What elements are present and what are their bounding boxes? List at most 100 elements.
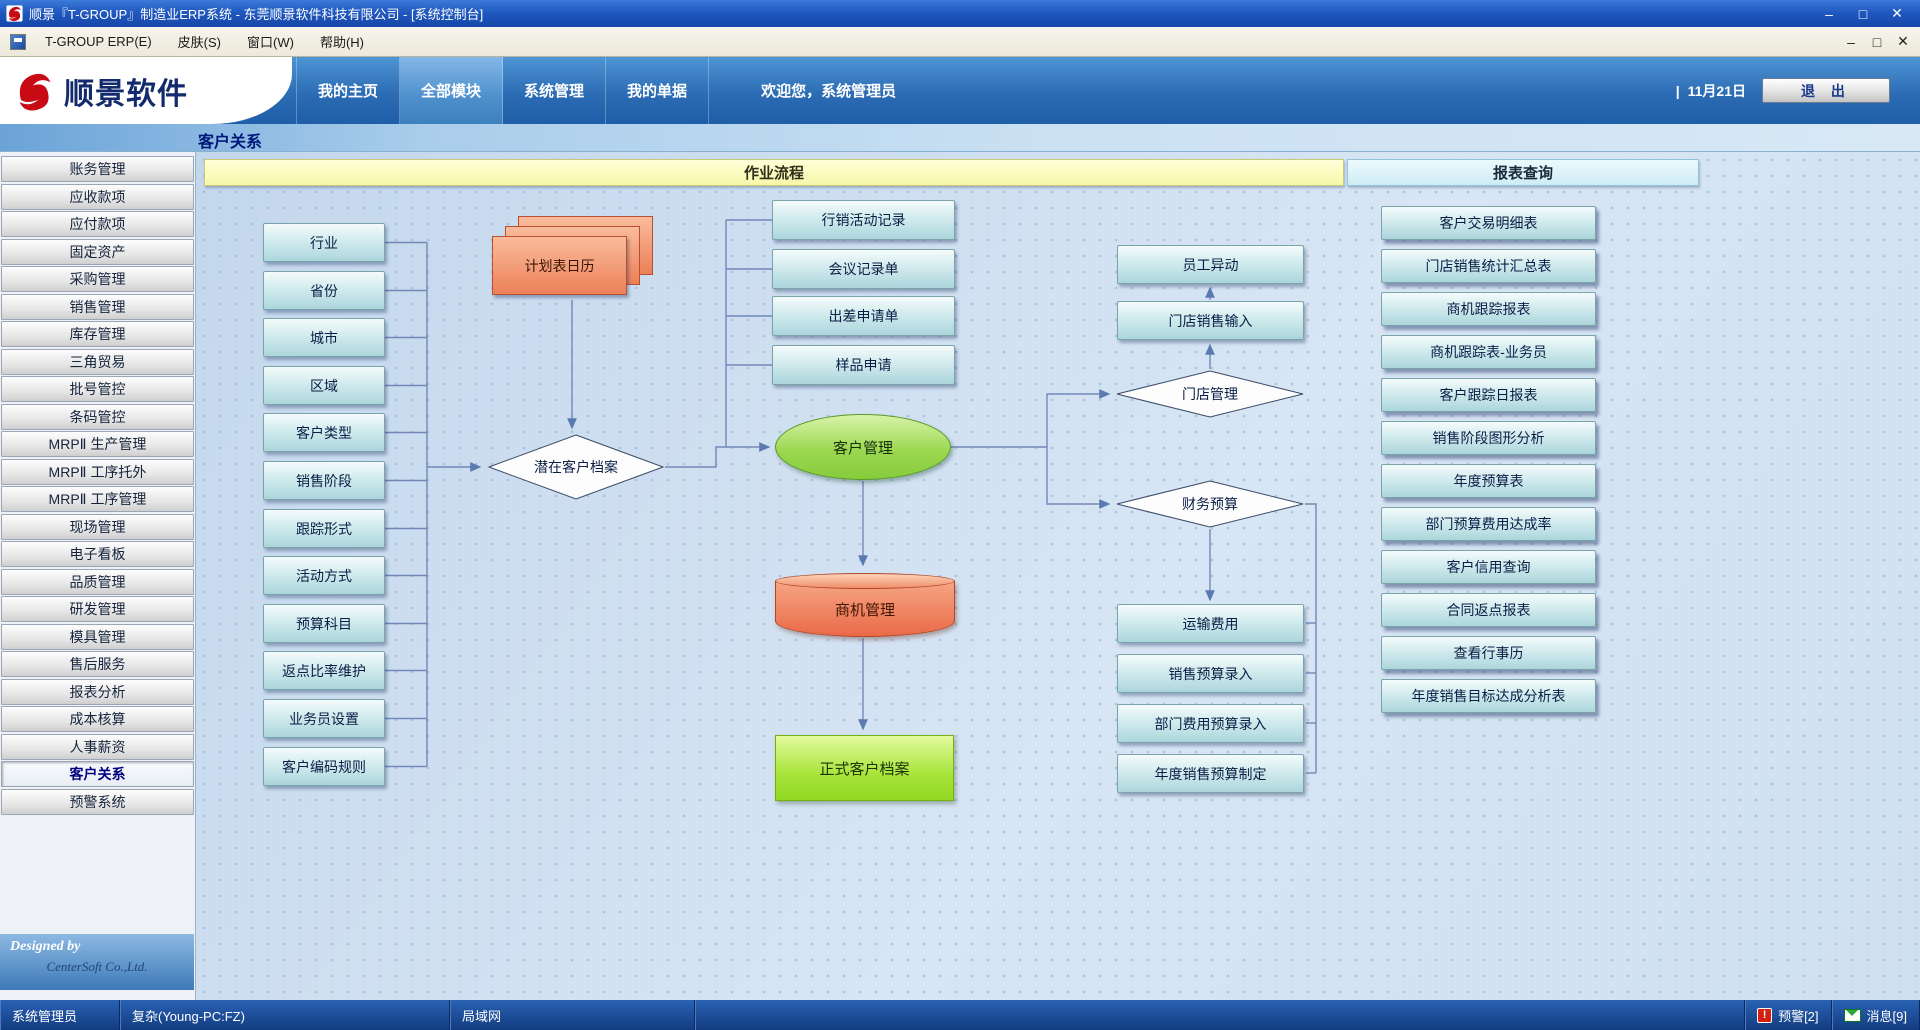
cylinder-opportunity-management[interactable]: 商机管理 (775, 573, 955, 637)
report-btn-store-sales-summary[interactable]: 门店销售统计汇总表 (1381, 249, 1596, 283)
flow-btn-annual-sales-budget[interactable]: 年度销售预算制定 (1117, 754, 1304, 793)
flow-btn-store-sales-input[interactable]: 门店销售输入 (1117, 301, 1304, 340)
window-title: 顺景『T-GROUP』制造业ERP系统 - 东莞顺景软件科技有限公司 - [系统… (29, 7, 484, 22)
sidebar-item-mrp2-outsourcing[interactable]: MRPⅡ 工序托外 (1, 458, 194, 485)
tab-my-home[interactable]: 我的主页 (296, 57, 401, 124)
report-btn-customer-credit[interactable]: 客户信用查询 (1381, 550, 1596, 584)
flow-btn-sales-budget-entry[interactable]: 销售预算录入 (1117, 654, 1304, 693)
sidebar-item-shopfloor[interactable]: 现场管理 (1, 513, 194, 540)
flow-btn-province[interactable]: 省份 (263, 271, 385, 310)
ellipse-customer-management[interactable]: 客户管理 (775, 414, 951, 480)
sidebar-item-rnd[interactable]: 研发管理 (1, 596, 194, 622)
flow-btn-activity-mode[interactable]: 活动方式 (263, 556, 385, 595)
flow-btn-staff-change[interactable]: 员工异动 (1117, 245, 1304, 284)
exit-button[interactable]: 退 出 (1762, 78, 1890, 103)
sidebar-item-lot-control[interactable]: 批号管控 (1, 376, 194, 402)
welcome-text: 欢迎您，系统管理员 (761, 83, 897, 100)
sidebar-item-after-sales[interactable]: 售后服务 (1, 651, 194, 677)
sidebar-item-quality[interactable]: 品质管理 (1, 568, 194, 595)
sidebar-item-mrp2-production[interactable]: MRPⅡ 生产管理 (1, 431, 194, 457)
diamond-store-management[interactable]: 门店管理 (1115, 370, 1305, 418)
sidebar-item-mold[interactable]: 模具管理 (1, 623, 194, 650)
flow-box-formal-customer[interactable]: 正式客户档案 (775, 735, 954, 801)
flow-btn-business-trip[interactable]: 出差申请单 (772, 296, 955, 336)
tab-all-modules[interactable]: 全部模块 (400, 57, 504, 124)
status-messages[interactable]: 消息[9] (1832, 1000, 1920, 1030)
flow-btn-marketing-activity[interactable]: 行销活动记录 (772, 200, 955, 240)
tab-my-documents[interactable]: 我的单据 (606, 57, 710, 124)
report-btn-opportunity-tracking[interactable]: 商机跟踪报表 (1381, 292, 1596, 326)
flow-btn-sample-request[interactable]: 样品申请 (772, 345, 955, 385)
flow-btn-dept-expense-budget[interactable]: 部门费用预算录入 (1117, 704, 1304, 743)
status-host-label: 复杂(Young-PC:FZ) (132, 1008, 245, 1024)
report-btn-sales-stage-graph[interactable]: 销售阶段图形分析 (1381, 421, 1596, 455)
main-region: 账务管理 应收款项 应付款项 固定资产 采购管理 销售管理 库存管理 三角贸易 … (0, 152, 1920, 1000)
cylinder-body (775, 581, 955, 637)
mdi-restore-icon[interactable]: □ (1872, 33, 1882, 50)
menu-tgroup-erp[interactable]: T-GROUP ERP(E) (45, 34, 152, 49)
calendar-card-front[interactable]: 计划表日历 (492, 236, 627, 295)
status-user: 系统管理员 (0, 1000, 120, 1030)
flow-btn-budget-subject[interactable]: 预算科目 (263, 604, 385, 643)
sidebar-item-eboard[interactable]: 电子看板 (1, 541, 194, 567)
diamond-potential-customer[interactable]: 潜在客户档案 (487, 434, 665, 500)
sidebar-item-costing[interactable]: 成本核算 (1, 706, 194, 732)
flow-btn-region[interactable]: 区域 (263, 366, 385, 405)
page-title: 客户关系 (198, 134, 263, 151)
menu-help[interactable]: 帮助(H) (319, 35, 364, 50)
diamond-finance-budget[interactable]: 财务预算 (1115, 480, 1305, 528)
sidebar-item-payables[interactable]: 应付款项 (1, 211, 194, 237)
sidebar-item-receivables[interactable]: 应收款项 (1, 183, 194, 210)
report-btn-customer-daily-tracking[interactable]: 客户跟踪日报表 (1381, 378, 1596, 412)
date-separator: | (1675, 82, 1680, 99)
report-btn-dept-budget-achievement[interactable]: 部门预算费用达成率 (1381, 507, 1596, 541)
sidebar-item-alert-system[interactable]: 预警系统 (1, 788, 194, 815)
flow-btn-sales-stage[interactable]: 销售阶段 (263, 461, 385, 500)
sidebar-item-mrp2-process[interactable]: MRPⅡ 工序管理 (1, 486, 194, 512)
diamond-potential-customer-label: 潜在客户档案 (534, 459, 618, 475)
report-btn-contract-rebate[interactable]: 合同返点报表 (1381, 593, 1596, 627)
minimize-icon[interactable]: – (1825, 5, 1833, 22)
flow-btn-customer-code-rule[interactable]: 客户编码规则 (263, 747, 385, 786)
report-btn-customer-transactions[interactable]: 客户交易明细表 (1381, 206, 1596, 240)
flow-btn-tracking-mode[interactable]: 跟踪形式 (263, 509, 385, 548)
mdi-close-icon[interactable]: ✕ (1897, 33, 1909, 49)
diamond-finance-budget-label: 财务预算 (1182, 496, 1238, 512)
status-spacer (695, 1000, 1746, 1030)
mdi-minimize-icon[interactable]: – (1847, 33, 1855, 50)
sidebar-item-hr-payroll[interactable]: 人事薪资 (1, 733, 194, 760)
maximize-icon[interactable]: □ (1858, 5, 1868, 22)
sidebar-item-triangle-trade[interactable]: 三角贸易 (1, 348, 194, 375)
flow-btn-rebate-rate[interactable]: 返点比率维护 (263, 651, 385, 690)
report-btn-annual-target-analysis[interactable]: 年度销售目标达成分析表 (1381, 679, 1596, 713)
flow-btn-customer-type[interactable]: 客户类型 (263, 413, 385, 452)
cylinder-top (775, 573, 955, 589)
flow-btn-meeting-record[interactable]: 会议记录单 (772, 249, 955, 289)
sidebar-item-inventory[interactable]: 库存管理 (1, 321, 194, 347)
designed-by-block: Designed by CenterSoft Co.,Ltd. (0, 934, 194, 990)
sidebar-item-fixed-assets[interactable]: 固定资产 (1, 238, 194, 265)
sidebar-item-customer-relations[interactable]: 客户关系 (1, 761, 194, 787)
menu-window[interactable]: 窗口(W) (247, 35, 294, 50)
status-alerts[interactable]: ! 预警[2] (1745, 1000, 1832, 1030)
tab-system-mgmt[interactable]: 系统管理 (503, 57, 607, 124)
brand-name: 顺景软件 (64, 77, 188, 111)
sidebar-item-report-analysis[interactable]: 报表分析 (1, 678, 194, 705)
flow-btn-salesman-setup[interactable]: 业务员设置 (263, 699, 385, 738)
flow-btn-city[interactable]: 城市 (263, 318, 385, 357)
report-btn-opportunity-by-salesman[interactable]: 商机跟踪表-业务员 (1381, 335, 1596, 369)
designed-by-text: Designed by (10, 939, 81, 954)
report-btn-view-calendar[interactable]: 查看行事历 (1381, 636, 1596, 670)
sidebar-item-accounting[interactable]: 账务管理 (1, 156, 194, 182)
flow-btn-transport-cost[interactable]: 运输费用 (1117, 604, 1304, 643)
sidebar-item-purchasing[interactable]: 采购管理 (1, 266, 194, 292)
sidebar-item-sales[interactable]: 销售管理 (1, 293, 194, 320)
status-alerts-label: 预警[2] (1778, 1008, 1819, 1024)
flow-btn-industry[interactable]: 行业 (263, 223, 385, 262)
report-btn-annual-budget[interactable]: 年度预算表 (1381, 464, 1596, 498)
designer-company: CenterSoft Co.,Ltd. (46, 959, 148, 974)
sidebar-item-barcode[interactable]: 条码管控 (1, 403, 194, 430)
menu-skin[interactable]: 皮肤(S) (177, 35, 222, 50)
plan-calendar-stack[interactable]: 计划表日历 (492, 216, 655, 300)
close-icon[interactable]: ✕ (1891, 5, 1903, 21)
